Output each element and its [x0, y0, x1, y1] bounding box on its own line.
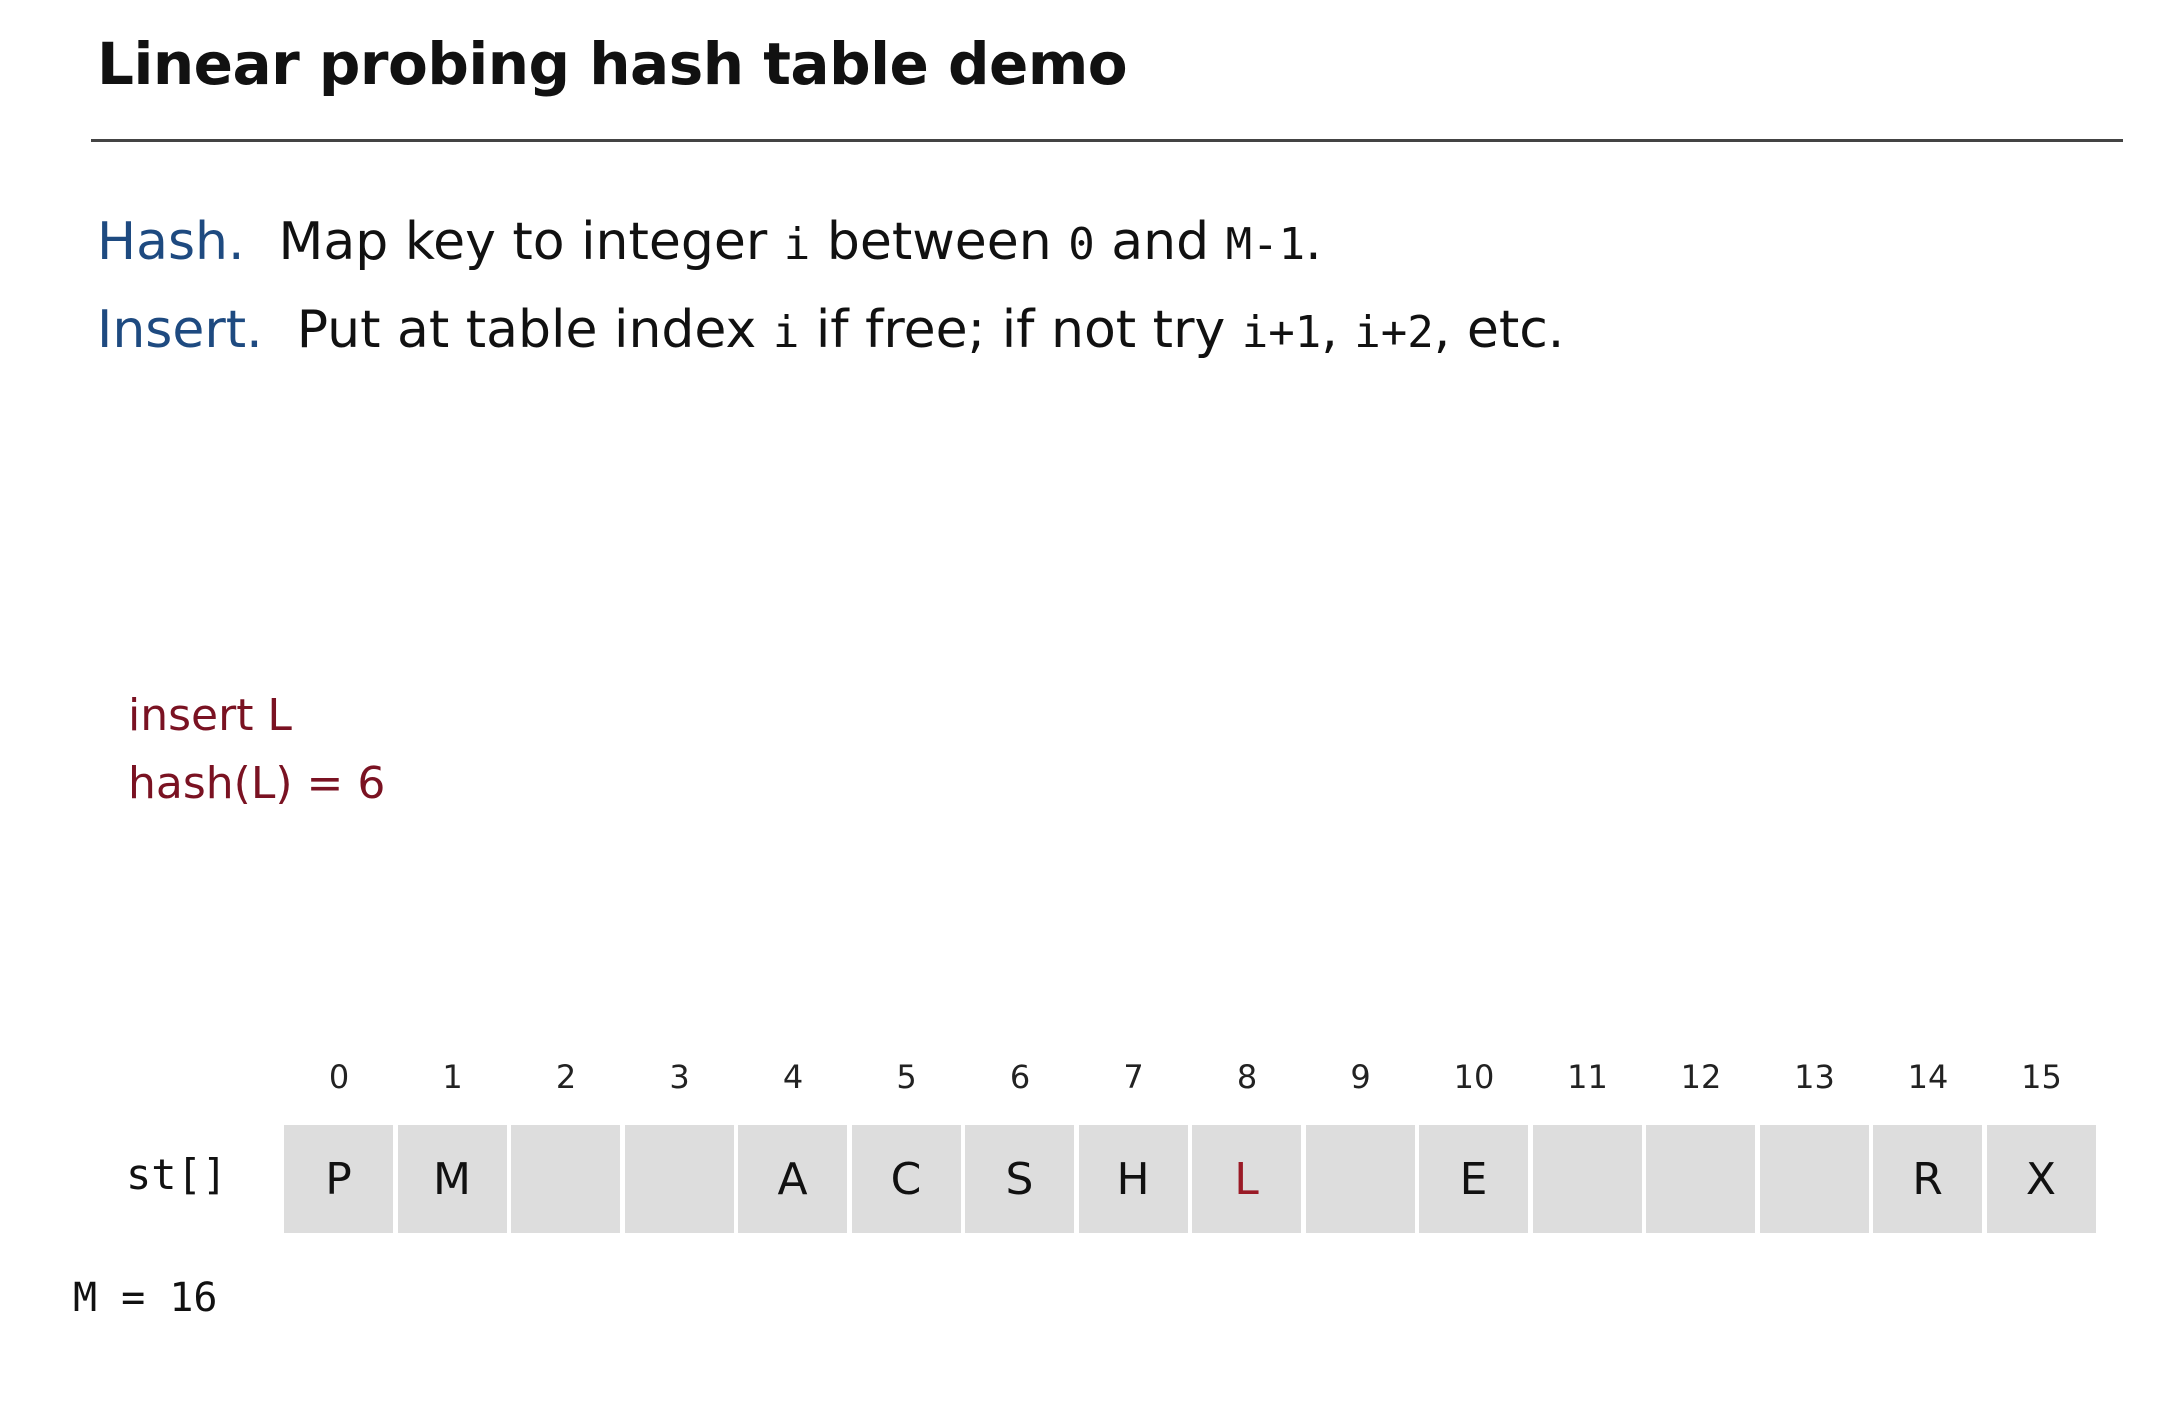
hash-keyword: Hash. — [97, 212, 245, 272]
table-cell — [1305, 1125, 1415, 1233]
insert-text-4: , etc. — [1433, 300, 1565, 360]
table-cell: H — [1078, 1125, 1188, 1233]
index-label: 12 — [1680, 1058, 1722, 1096]
operation-insert: insert L — [128, 690, 292, 741]
table-cell: L — [1192, 1125, 1301, 1233]
table-cell: E — [1419, 1125, 1528, 1233]
table-cell: X — [1986, 1125, 2096, 1233]
insert-code-i: i — [772, 307, 800, 358]
table-cell: A — [738, 1125, 847, 1233]
index-label: 11 — [1567, 1058, 1608, 1096]
table-cell: R — [1873, 1125, 1982, 1233]
operation-hash: hash(L) = 6 — [128, 758, 386, 809]
index-label: 0 — [328, 1058, 350, 1096]
hash-definition: Hash.Map key to integer i between 0 and … — [97, 212, 1322, 272]
hash-text-3: and — [1094, 212, 1226, 272]
array-label: st[] — [126, 1150, 228, 1199]
index-label: 9 — [1350, 1058, 1371, 1096]
page-title: Linear probing hash table demo — [97, 30, 1128, 98]
table-cell: M — [397, 1125, 507, 1233]
table-cell: C — [851, 1125, 961, 1233]
hash-code-0: 0 — [1068, 219, 1095, 270]
insert-text-1: Put at table index — [296, 300, 773, 360]
index-label: 8 — [1236, 1058, 1258, 1096]
hash-text-4: . — [1305, 212, 1322, 272]
index-label: 13 — [1794, 1058, 1835, 1096]
table-cell — [1759, 1125, 1869, 1233]
insert-definition: Insert. Put at table index i if free; if … — [97, 300, 1564, 360]
insert-text-2: if free; if not try — [799, 300, 1242, 360]
hash-text-2: between — [810, 212, 1069, 272]
table-cell: P — [284, 1125, 393, 1233]
insert-text-3: , — [1321, 300, 1355, 360]
table-cell — [1646, 1125, 1755, 1233]
table-cell — [511, 1125, 620, 1233]
index-label: 15 — [2021, 1058, 2062, 1096]
hash-text-1: Map key to integer — [278, 212, 784, 272]
index-label: 5 — [896, 1058, 917, 1096]
table-size-label: M = 16 — [73, 1275, 218, 1321]
index-label: 2 — [555, 1058, 577, 1096]
table-cell: S — [965, 1125, 1074, 1233]
table-cell — [1532, 1125, 1642, 1233]
table-cell — [624, 1125, 734, 1233]
index-label: 6 — [1009, 1058, 1031, 1096]
insert-code-i2: i+2 — [1354, 307, 1434, 358]
insert-keyword: Insert. — [97, 300, 263, 360]
hash-code-i: i — [783, 219, 811, 270]
index-label: 3 — [669, 1058, 690, 1096]
hash-code-m1: M-1 — [1225, 219, 1306, 270]
insert-code-i1: i+1 — [1241, 307, 1322, 358]
title-divider — [91, 139, 2123, 142]
index-label: 4 — [782, 1058, 804, 1096]
index-label: 7 — [1123, 1058, 1144, 1096]
index-label: 10 — [1453, 1058, 1495, 1096]
index-label: 14 — [1907, 1058, 1949, 1096]
index-label: 1 — [442, 1058, 463, 1096]
